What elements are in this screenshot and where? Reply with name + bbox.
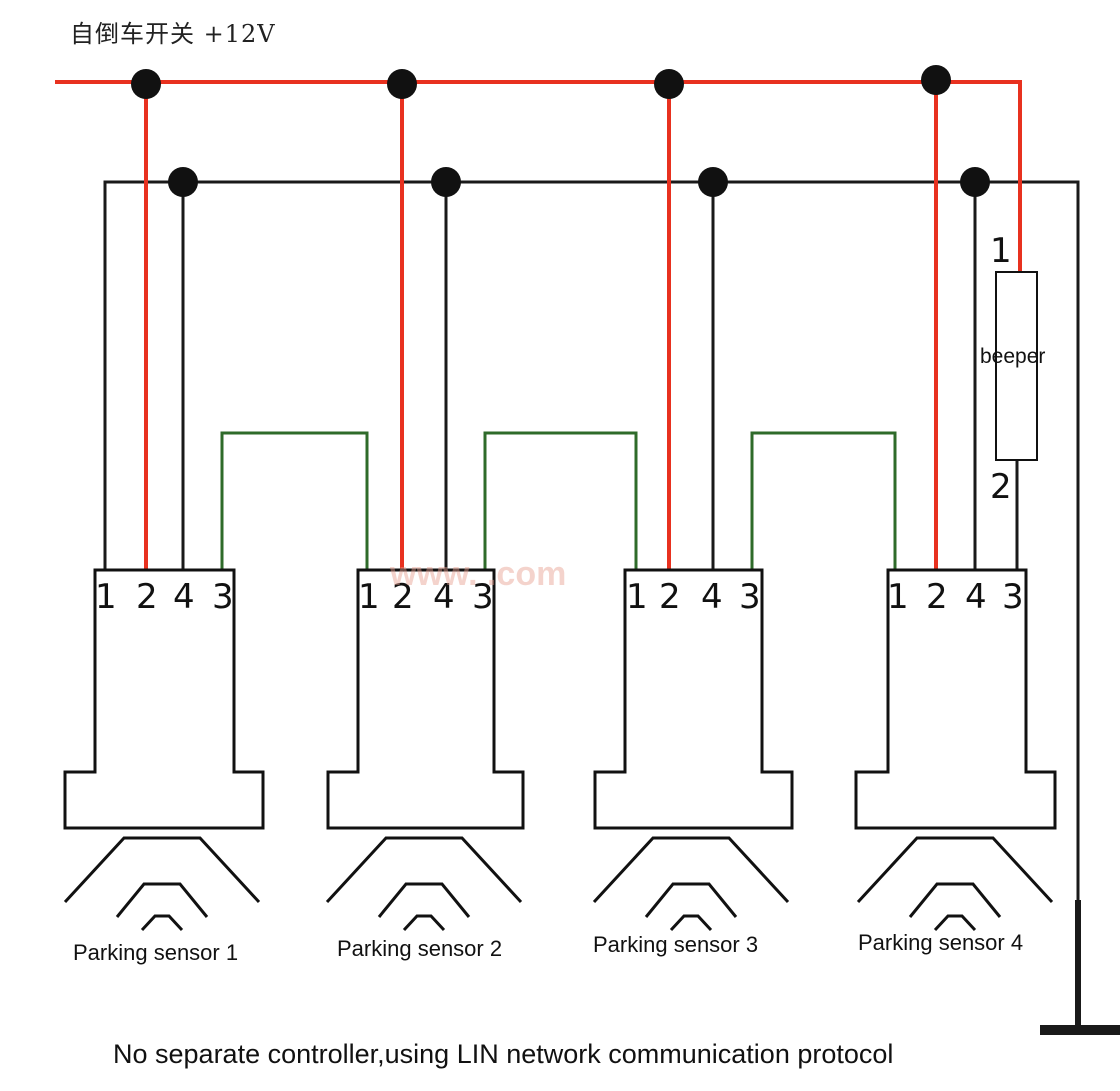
sensor-label: Parking sensor 1 <box>73 940 238 965</box>
ultrasonic-wave-icon <box>325 836 523 904</box>
pin-label: 3 <box>472 577 494 617</box>
pin-label: 2 <box>136 577 158 617</box>
sensor-3-wiring <box>654 69 728 570</box>
pin-label: 1 <box>887 577 909 617</box>
ground-junction-4 <box>960 167 990 197</box>
sensor-label: Parking sensor 4 <box>858 930 1023 955</box>
pin-label: 1 <box>358 577 380 617</box>
power-junction-1 <box>131 69 161 99</box>
sensor-body <box>63 568 265 830</box>
ground-junction-2 <box>431 167 461 197</box>
pin-label: 1 <box>626 577 648 617</box>
ultrasonic-wave-icon <box>140 914 184 932</box>
ultrasonic-wave-icon <box>856 836 1054 904</box>
power-junction-2 <box>387 69 417 99</box>
sensor-1-wiring <box>131 69 198 570</box>
power-bus <box>55 80 1022 272</box>
power-junction-3 <box>654 69 684 99</box>
sensor-body <box>326 568 525 830</box>
sensor-2-wiring <box>387 69 461 570</box>
lin-bus <box>220 431 897 570</box>
pin-label: 3 <box>212 577 234 617</box>
pin-label: 2 <box>659 577 681 617</box>
beeper-pin-2: 2 <box>990 467 1012 507</box>
power-supply-label: 自倒车开关 +12V <box>70 20 276 48</box>
ultrasonic-wave-icon <box>402 914 446 932</box>
pin-label: 2 <box>392 577 414 617</box>
pin-label: 4 <box>173 577 195 617</box>
watermark: www. .com <box>389 555 566 593</box>
pin-label: 4 <box>701 577 723 617</box>
pin-label: 4 <box>433 577 455 617</box>
beeper-pin-1: 1 <box>990 231 1012 271</box>
sensor-label: Parking sensor 2 <box>337 936 502 961</box>
sensor-body <box>593 568 794 830</box>
sensor-body <box>854 568 1057 830</box>
sensor-label: Parking sensor 3 <box>593 932 758 957</box>
ground-junction-1 <box>168 167 198 197</box>
ultrasonic-wave-icon <box>644 882 738 918</box>
beeper-label: beeper <box>980 345 1045 368</box>
ground-bus <box>103 180 1120 1035</box>
ground-junction-3 <box>698 167 728 197</box>
ultrasonic-wave-icon <box>592 836 790 904</box>
ultrasonic-wave-icon <box>933 914 977 932</box>
ultrasonic-wave-icon <box>908 882 1002 918</box>
pin-label: 3 <box>739 577 761 617</box>
sensor-4-wiring <box>921 65 1019 570</box>
pin-label: 3 <box>1002 577 1024 617</box>
footer-caption: No separate controller,using LIN network… <box>113 1039 893 1069</box>
beeper: 1 2 beeper <box>980 231 1045 507</box>
pin-label: 2 <box>926 577 948 617</box>
power-junction-4 <box>921 65 951 95</box>
ultrasonic-wave-icon <box>115 882 209 918</box>
ultrasonic-wave-icon <box>377 882 471 918</box>
pin-label: 4 <box>965 577 987 617</box>
ultrasonic-wave-icon <box>63 836 261 904</box>
pin-label: 1 <box>95 577 117 617</box>
ultrasonic-wave-icon <box>669 914 713 932</box>
